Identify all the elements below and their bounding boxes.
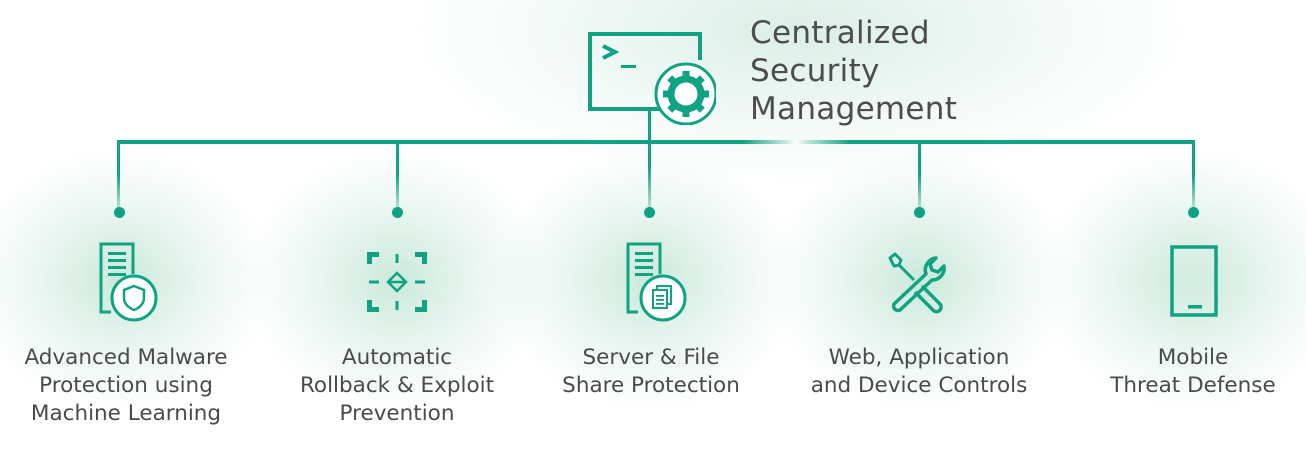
feature-label: Mobile Threat Defense xyxy=(1053,344,1306,400)
terminal-gear-icon xyxy=(588,32,716,125)
connector-dot xyxy=(914,207,925,218)
feature-label-line: Protection using xyxy=(39,373,213,398)
feature-label: Automatic Rollback & Exploit Prevention xyxy=(257,344,537,428)
title-line: Management xyxy=(750,91,958,127)
server-shield-icon xyxy=(99,242,158,322)
connector-line xyxy=(918,142,921,208)
feature-label-line: Prevention xyxy=(339,401,455,426)
feature-label: Web, Application and Device Controls xyxy=(779,344,1059,400)
feature-label-line: Machine Learning xyxy=(30,401,222,426)
connector-line xyxy=(648,125,651,208)
feature-label-line: Threat Defense xyxy=(1110,373,1276,398)
scan-target-icon xyxy=(367,252,427,312)
feature-label: Advanced Malware Protection using Machin… xyxy=(0,344,266,428)
connector-dot xyxy=(392,207,403,218)
connector-line xyxy=(117,142,120,208)
feature-label-line: Web, Application xyxy=(828,345,1010,370)
feature-label-line: and Device Controls xyxy=(810,373,1028,398)
connector-line xyxy=(396,142,399,208)
feature-label-line: Share Protection xyxy=(562,373,740,398)
feature-label-line: Server & File xyxy=(582,345,720,370)
page-title: Centralized Security Management xyxy=(750,14,957,128)
feature-label-line: Mobile xyxy=(1157,345,1229,370)
wrench-screwdriver-icon xyxy=(888,252,946,314)
title-line: Security xyxy=(750,53,880,89)
connector-dot xyxy=(1188,207,1199,218)
connector-line xyxy=(1192,142,1195,208)
feature-label-line: Rollback & Exploit xyxy=(299,373,495,398)
feature-label-line: Advanced Malware xyxy=(24,345,228,370)
feature-label-line: Automatic xyxy=(341,345,453,370)
connector-dot xyxy=(114,207,125,218)
server-files-icon xyxy=(626,242,687,322)
title-line: Centralized xyxy=(750,15,930,51)
connector-dot xyxy=(644,207,655,218)
mobile-phone-icon xyxy=(1170,245,1218,317)
feature-label: Server & File Share Protection xyxy=(511,344,791,400)
connector-bar xyxy=(117,140,1195,144)
